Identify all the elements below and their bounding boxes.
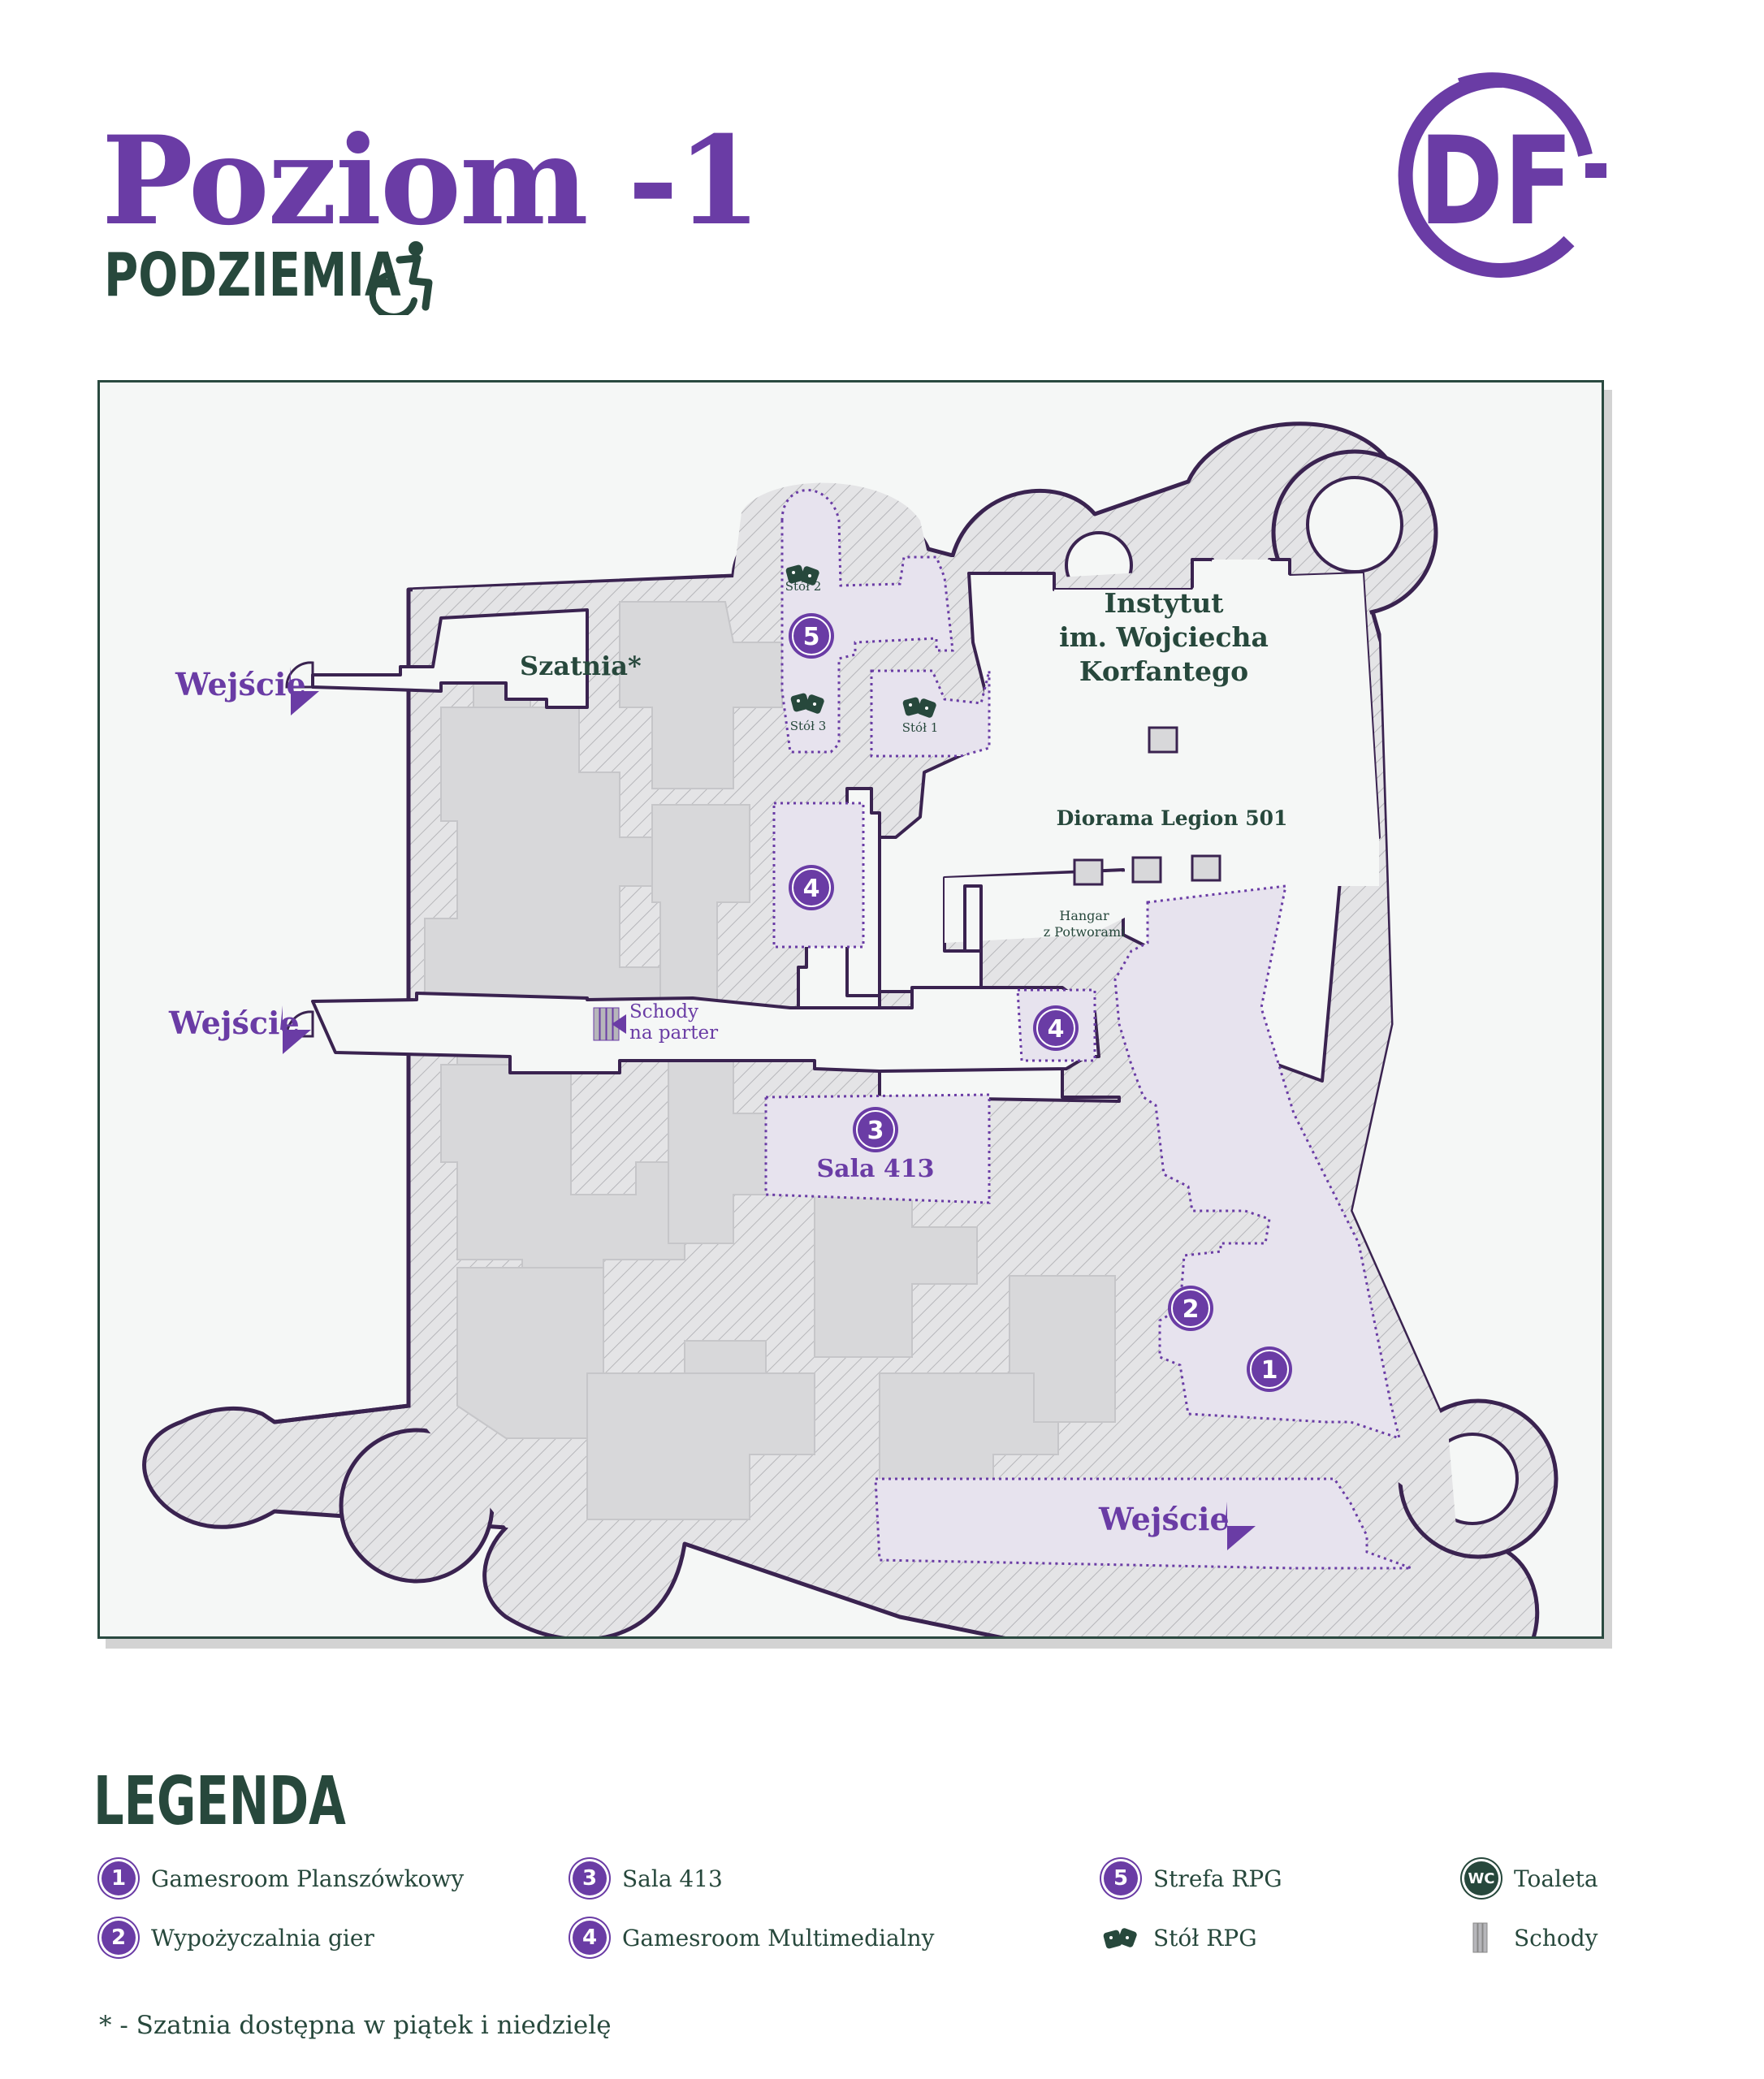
entrance-bottom[interactable]: Wejście — [1098, 1501, 1256, 1550]
marker-wypozyczalnia-gier[interactable]: 2 — [1168, 1286, 1213, 1331]
legend-title: LEGENDA — [93, 1763, 346, 1840]
legend-label: Stół RPG — [1153, 1924, 1257, 1951]
legend-label: Sala 413 — [622, 1865, 723, 1892]
svg-text:1: 1 — [1261, 1356, 1278, 1385]
footnote: * - Szatnia dostępna w piątek i niedziel… — [99, 2011, 612, 2040]
legend-label: Wypożyczalnia gier — [151, 1924, 374, 1951]
stairs-arrow-icon — [612, 1014, 626, 1034]
entrance-left-middle[interactable]: Wejście — [168, 1005, 311, 1054]
dice-icon — [785, 564, 819, 586]
entrance-left-top[interactable]: Wejście — [175, 666, 319, 715]
label-stairs-line2: na parter — [629, 1022, 718, 1044]
dice-icon — [790, 693, 824, 714]
entrance-label: Wejście — [168, 1005, 300, 1041]
arrow-right-icon — [280, 1005, 311, 1054]
dice-icon — [902, 697, 936, 718]
legend-item-3: 3 Sala 413 — [570, 1857, 723, 1900]
legend-label: Gamesroom Multimedialny — [622, 1924, 935, 1951]
legend-label: Gamesroom Planszówkowy — [151, 1865, 465, 1892]
marker-sala-413[interactable]: 3 — [853, 1107, 898, 1152]
badge-4: 4 — [570, 1918, 609, 1957]
badge-2: 2 — [99, 1918, 138, 1957]
svg-text:4: 4 — [1048, 1015, 1065, 1044]
legend-item-5: 5 Strefa RPG — [1101, 1857, 1282, 1900]
logo-text: DF — [1419, 111, 1573, 253]
arrow-right-icon — [288, 667, 319, 715]
badge-5: 5 — [1101, 1859, 1140, 1898]
room-strefa-rpg — [780, 489, 954, 754]
door-entrance-left-top — [285, 661, 314, 689]
svg-text:3: 3 — [867, 1117, 884, 1145]
arrow-right-icon — [1225, 1502, 1256, 1550]
label-stol-3: Stół 3 — [790, 719, 827, 733]
floor-plan: Szatnia* Instytut im. Wojciecha Korfante… — [142, 421, 1559, 1636]
marker-gamesroom-multimedialny-b[interactable]: 4 — [1033, 1005, 1079, 1051]
page-title: Poziom -1 — [102, 110, 762, 253]
marker-gamesroom-planszowkowy[interactable]: 1 — [1247, 1346, 1292, 1392]
label-szatnia: Szatnia* — [520, 650, 642, 681]
room-wejscie-bottom — [874, 1477, 1412, 1570]
label-instytut-line3: Korfantego — [1079, 655, 1248, 687]
page-subtitle: PODZIEMIA — [104, 240, 401, 310]
bastion-top-right-inner — [1306, 476, 1403, 573]
svg-text:5: 5 — [803, 623, 820, 651]
label-sala-413: Sala 413 — [816, 1155, 934, 1183]
label-instytut-line1: Instytut — [1105, 587, 1225, 619]
badge-3: 3 — [570, 1859, 609, 1898]
label-stairs-line1: Schody — [629, 1001, 698, 1022]
wc-icon: WC — [1462, 1859, 1501, 1898]
legend-item-stol-rpg: Stół RPG — [1101, 1917, 1257, 1959]
label-hangar-line2: z Potworami — [1044, 924, 1126, 940]
entrance-label: Wejście — [1098, 1501, 1230, 1537]
badge-1: 1 — [99, 1859, 138, 1898]
svg-text:4: 4 — [803, 875, 820, 903]
legend-item-4: 4 Gamesroom Multimedialny — [570, 1917, 934, 1959]
marker-strefa-rpg[interactable]: 5 — [789, 613, 834, 659]
legend-item-2: 2 Wypożyczalnia gier — [99, 1917, 374, 1959]
floor-map: Szatnia* Instytut im. Wojciecha Korfante… — [97, 380, 1604, 1639]
label-stol-2: Stół 2 — [785, 579, 822, 594]
marker-gamesroom-multimedialny-a[interactable]: 4 — [789, 865, 834, 910]
pillars — [1073, 726, 1221, 886]
entrance-label: Wejście — [175, 666, 306, 702]
label-diorama: Diorama Legion 501 — [1057, 806, 1288, 830]
dice-icon — [1103, 1928, 1137, 1949]
legend-item-1: 1 Gamesroom Planszówkowy — [99, 1857, 464, 1900]
legend-label: Toaleta — [1514, 1865, 1598, 1892]
legend-label: Schody — [1514, 1924, 1598, 1951]
label-hangar-line1: Hangar — [1059, 908, 1109, 923]
svg-text:2: 2 — [1182, 1295, 1200, 1324]
logo: DF — [1398, 72, 1606, 278]
legend-item-toaleta: WC Toaleta — [1462, 1857, 1598, 1900]
label-instytut-line2: im. Wojciecha — [1059, 621, 1269, 653]
legend-label: Strefa RPG — [1153, 1865, 1282, 1892]
label-stol-1: Stół 1 — [902, 720, 939, 735]
stairs-icon — [1472, 1922, 1488, 1953]
wheelchair-icon — [369, 241, 433, 315]
inaccessible-areas — [424, 601, 1116, 1520]
legend-item-schody: Schody — [1462, 1917, 1598, 1959]
